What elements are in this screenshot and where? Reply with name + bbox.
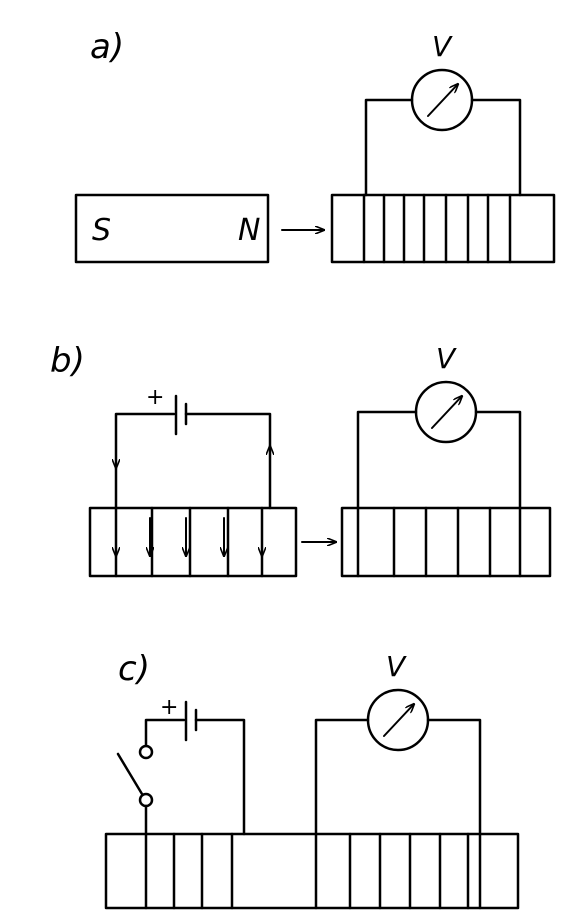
voltmeter-circuit-a: V bbox=[364, 30, 522, 197]
voltmeter-b bbox=[414, 380, 478, 444]
magnet-south-pole: S bbox=[92, 213, 111, 248]
battery-b-plus-sign: + bbox=[146, 385, 164, 410]
primary-coil-b bbox=[88, 506, 298, 578]
coil-a bbox=[330, 193, 556, 264]
panel-a-label: a) bbox=[90, 27, 124, 67]
voltmeter-a-label: V bbox=[432, 30, 453, 63]
voltmeter-a bbox=[410, 68, 474, 132]
switch-contact-bottom bbox=[138, 792, 154, 808]
voltmeter-c bbox=[366, 688, 430, 752]
panel-a: a) S N V bbox=[74, 27, 556, 264]
panel-c-label: c) bbox=[118, 649, 150, 689]
magnet-north-pole: N bbox=[238, 213, 260, 248]
battery-c-plus-sign: + bbox=[160, 695, 178, 720]
shared-core-c bbox=[104, 832, 520, 910]
voltmeter-circuit-c: V bbox=[314, 650, 482, 836]
switch-contact-top bbox=[138, 744, 154, 760]
voltmeter-circuit-b: V bbox=[356, 342, 522, 510]
battery-switch-circuit-c: + bbox=[116, 695, 246, 836]
panel-b-label: b) bbox=[50, 341, 85, 381]
bar-magnet: S N bbox=[74, 193, 270, 264]
voltmeter-c-label: V bbox=[386, 650, 407, 683]
switch-lever-icon bbox=[116, 752, 144, 796]
voltmeter-needle-icon bbox=[427, 84, 458, 117]
panel-b: b) + bbox=[50, 341, 552, 578]
voltmeter-b-label: V bbox=[436, 342, 457, 375]
secondary-coil-b bbox=[340, 506, 552, 578]
battery-circuit-b: + bbox=[116, 385, 270, 510]
voltmeter-needle-icon bbox=[431, 396, 462, 429]
voltmeter-needle-icon bbox=[383, 704, 414, 737]
panel-c: c) + bbox=[104, 649, 520, 910]
